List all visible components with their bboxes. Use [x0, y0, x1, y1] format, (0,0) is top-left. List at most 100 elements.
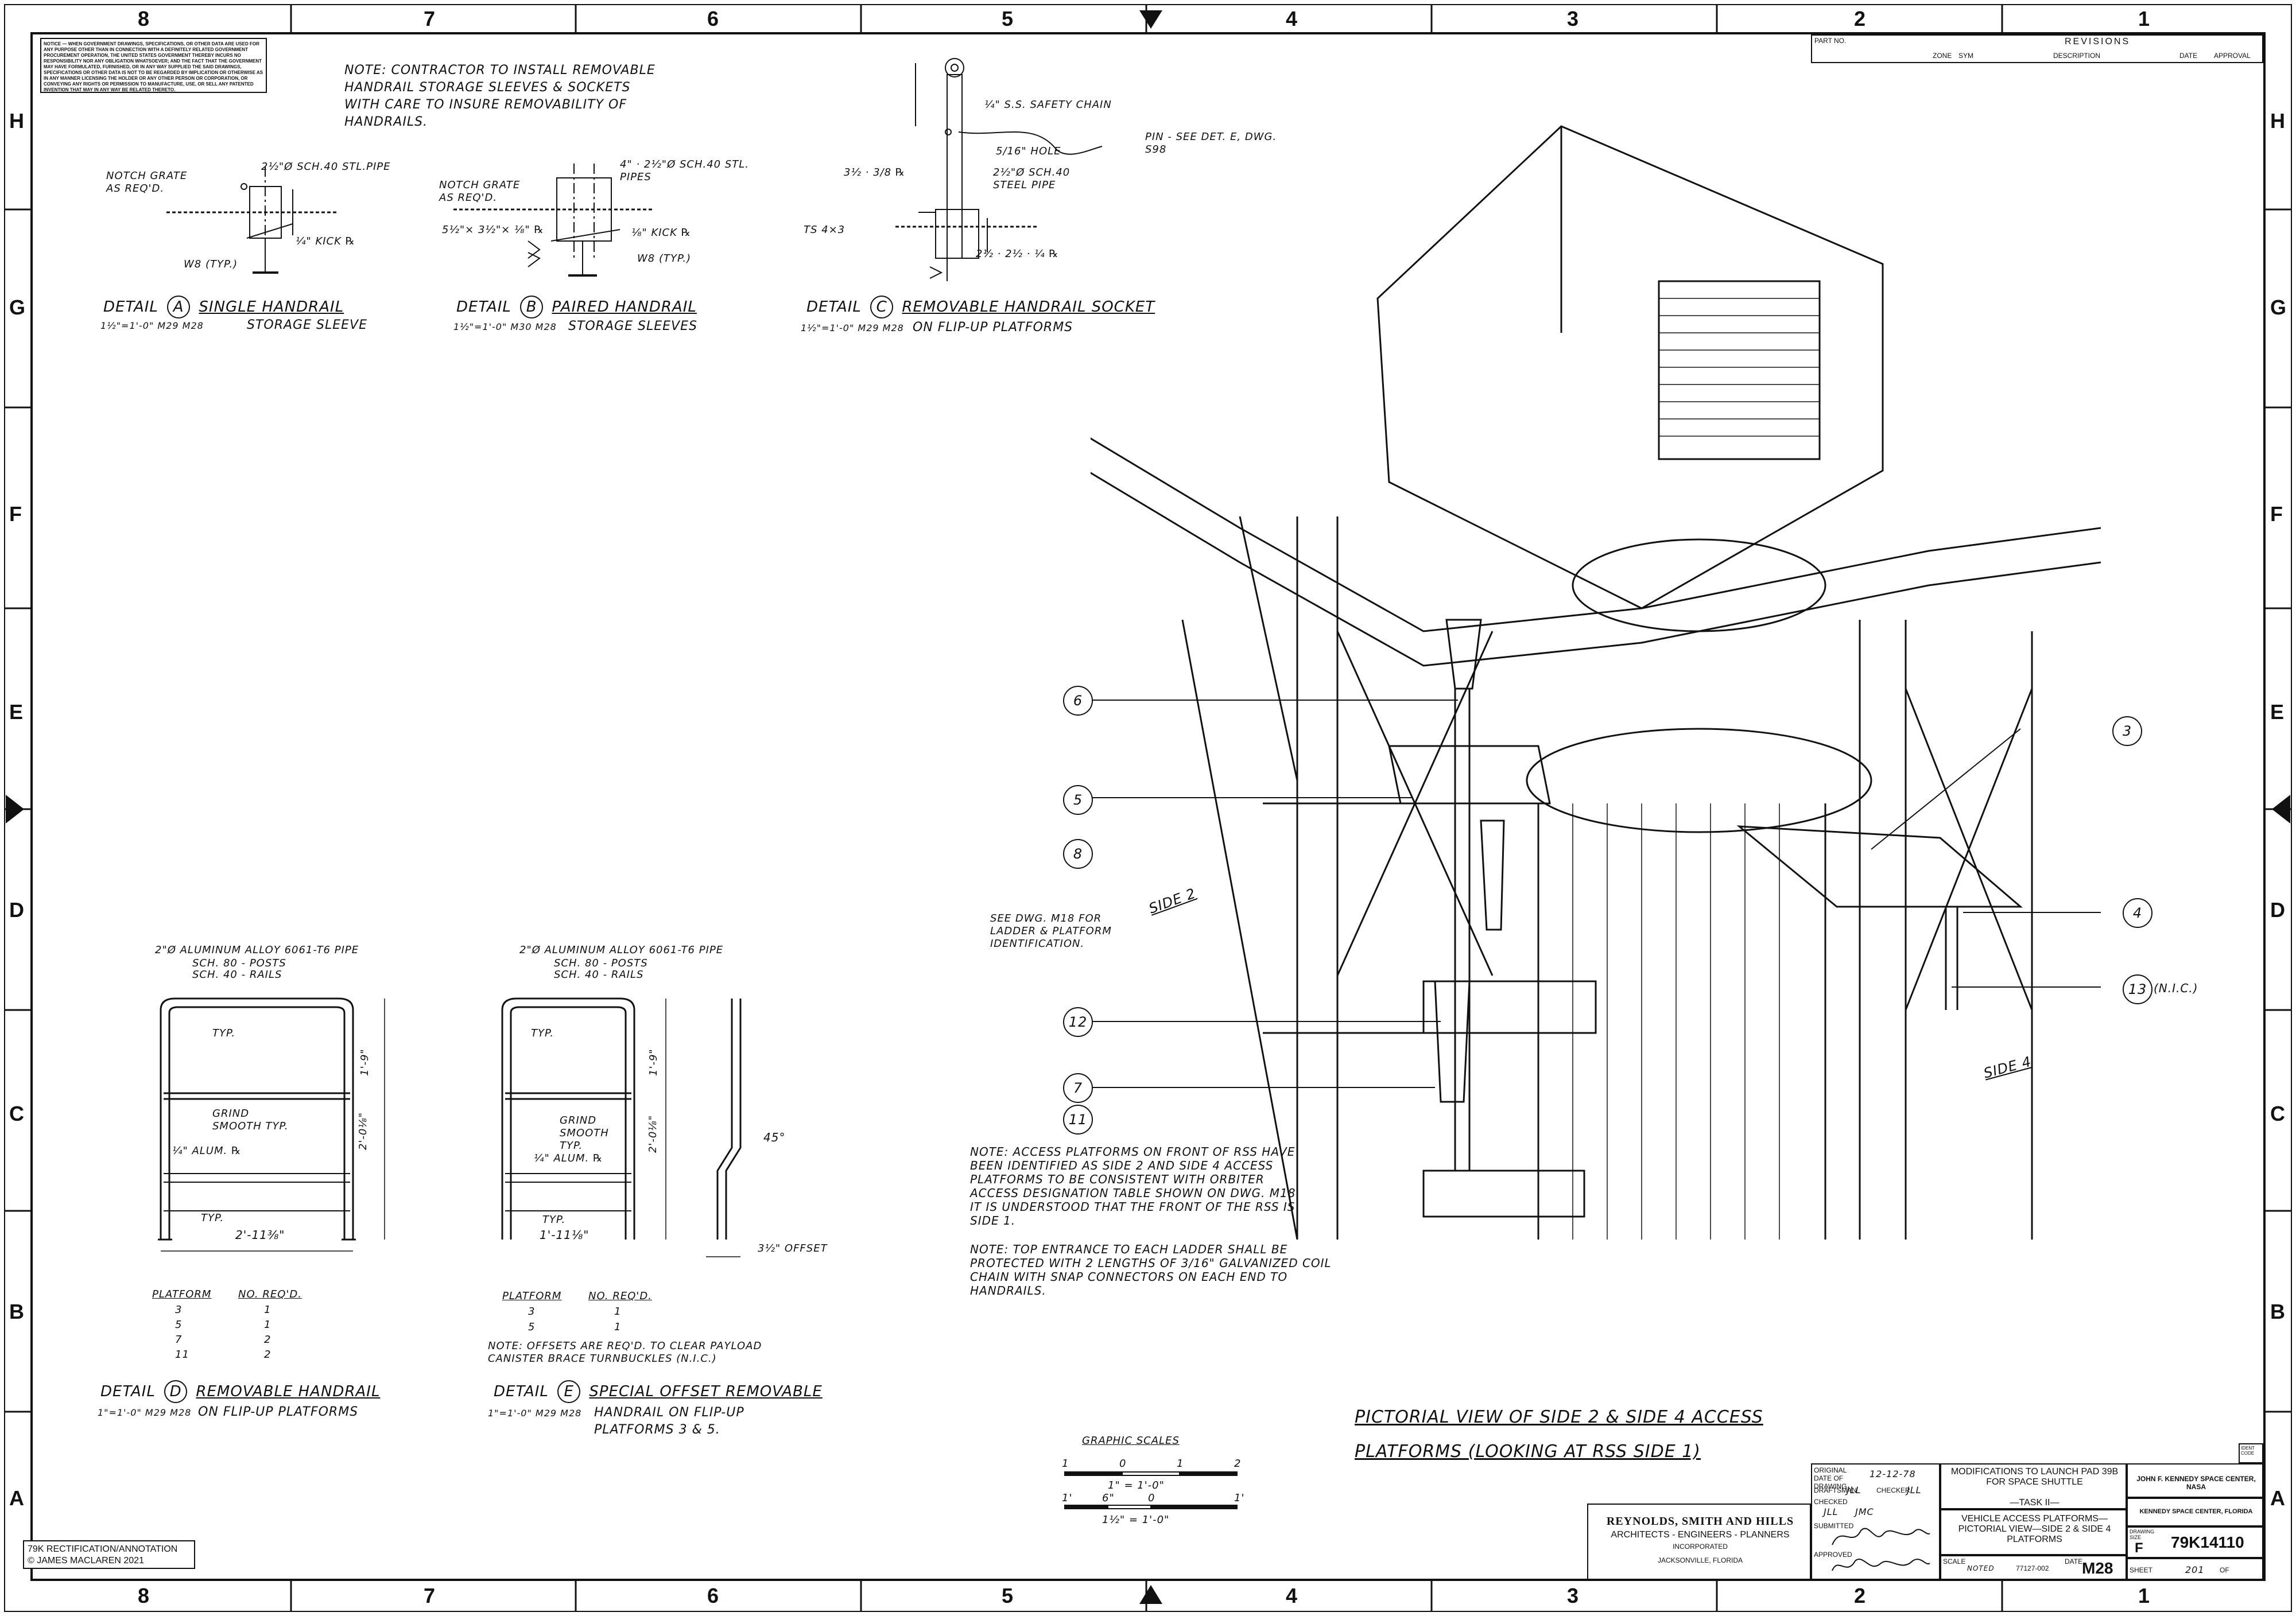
detail-d-grind-label: GRIND SMOOTH TYP.: [212, 1108, 289, 1132]
zone-row-a: A: [9, 1486, 24, 1510]
scale1-label: 1" = 1'-0": [1108, 1479, 1165, 1491]
detail-e-grind-label: GRIND SMOOTH TYP.: [560, 1114, 609, 1152]
agency-sub: KENNEDY SPACE CENTER, FLORIDA: [2139, 1508, 2253, 1515]
detail-d-row-4-platform: 11: [175, 1349, 189, 1361]
detail-d-table-header-platform: PLATFORM: [152, 1288, 212, 1300]
scale2-tick-0: 0: [1148, 1492, 1155, 1504]
detail-a-title: DETAIL A SINGLE HANDRAIL: [103, 296, 344, 318]
detail-c-title: DETAIL C REMOVABLE HANDRAIL SOCKET: [806, 296, 1155, 318]
zone-row-f: F: [9, 502, 22, 526]
detail-c-scale: 1½"=1'-0" M29 M28: [801, 323, 904, 333]
drawing-size: F: [2135, 1540, 2143, 1556]
zone-col-3-bottom: 3: [1567, 1584, 1579, 1607]
callout-13: 13: [2123, 974, 2152, 1004]
detail-a-kick-label: ¼" KICK ℞: [296, 235, 355, 247]
drawing-title: VEHICLE ACCESS PLATFORMS— PICTORIAL VIEW…: [1958, 1514, 2111, 1544]
revisions-col-date: DATE: [2179, 52, 2198, 60]
zone-row-b-right: B: [2270, 1300, 2285, 1323]
callout-6: 6: [1063, 686, 1093, 716]
zone-row-d-right: D: [2270, 898, 2285, 922]
drawing-title-block: VEHICLE ACCESS PLATFORMS— PICTORIAL VIEW…: [1940, 1509, 2127, 1555]
zone-row-c-right: C: [2270, 1102, 2285, 1125]
detail-d-typ-2: TYP.: [201, 1212, 224, 1224]
checked-2: JMC: [1855, 1506, 1874, 1517]
zone-col-7-bottom: 7: [424, 1584, 436, 1607]
detail-e-dim-1: 1'-9": [647, 1048, 660, 1076]
checked: JLL: [1824, 1506, 1839, 1517]
zone-col-4-bottom: 4: [1286, 1584, 1298, 1607]
zone-row-h-right: H: [2270, 109, 2285, 133]
detail-d-row-3-req: 2: [264, 1334, 272, 1346]
detail-c-angle-label: 2½ · 2½ · ¼ ℞: [976, 248, 1059, 260]
detail-b-subtitle: STORAGE SLEEVES: [568, 319, 697, 333]
zone-col-1-bottom: 1: [2138, 1584, 2150, 1607]
revisions-col-zone: ZONE: [1933, 52, 1952, 60]
scale-block: SCALE NOTED 77127-002 DATE M28: [1940, 1555, 2127, 1580]
detail-e-typ-1: TYP.: [531, 1027, 554, 1039]
detail-e-alum-label: ¼" ALUM. ℞: [534, 1152, 603, 1164]
draftsman-label: DRAFTSMAN: [1814, 1486, 1857, 1494]
ident-code-block: IDENT CODE: [2239, 1443, 2263, 1463]
scale2-tick-1ftb: 1': [1234, 1492, 1245, 1504]
zone-col-6-bottom: 6: [707, 1584, 719, 1607]
detail-b-w8-label: W8 (TYP.): [637, 252, 692, 265]
firm-block: REYNOLDS, SMITH AND HILLS ARCHITECTS - E…: [1587, 1504, 1811, 1580]
main-note-2: NOTE: TOP ENTRANCE TO EACH LADDER SHALL …: [970, 1242, 1332, 1298]
detail-a-prefix: DETAIL: [103, 298, 158, 316]
zone-col-2-bottom: 2: [1854, 1584, 1866, 1607]
detail-a-pipe-label: 2½"Ø SCH.40 STL.PIPE: [261, 161, 391, 173]
zone-col-7: 7: [424, 7, 436, 30]
detail-d-row-1-platform: 3: [175, 1304, 183, 1316]
detail-c-chain-label: ¼" S.S. SAFETY CHAIN: [984, 99, 1112, 111]
graphic-scales-bars: [1064, 1471, 1238, 1509]
detail-c-pin-label: PIN - SEE DET. E, DWG. S98: [1145, 131, 1277, 156]
callout-3: 3: [2112, 716, 2142, 746]
zone-col-4: 4: [1286, 7, 1298, 30]
revisions-col-description: DESCRIPTION: [2053, 52, 2101, 60]
approved-label: APPROVED: [1814, 1551, 1852, 1559]
detail-d-row-2-platform: 5: [175, 1319, 183, 1331]
detail-d-row-1-req: 1: [264, 1304, 272, 1316]
checker: JLL: [1907, 1485, 1922, 1495]
callout-7: 7: [1063, 1073, 1093, 1103]
scale1-tick-2: 2: [1234, 1458, 1242, 1470]
pictorial-title-line-2: PLATFORMS (LOOKING AT RSS SIDE 1): [1355, 1442, 1701, 1462]
signature-block: ORIGINAL DATE OF DRAWING 12-12-78 DRAFTS…: [1811, 1463, 1940, 1580]
detail-d-title-text: REMOVABLE HANDRAIL: [196, 1383, 381, 1400]
scale1-tick-0: 0: [1119, 1458, 1127, 1470]
callout-12: 12: [1063, 1007, 1093, 1037]
pictorial-title-line-1: PICTORIAL VIEW OF SIDE 2 & SIDE 4 ACCESS: [1355, 1407, 1763, 1427]
project-block: MODIFICATIONS TO LAUNCH PAD 39B FOR SPAC…: [1940, 1463, 2127, 1509]
top-note: NOTE: CONTRACTOR TO INSTALL REMOVABLE HA…: [344, 63, 656, 129]
scale1-tick-1b: 1: [1177, 1458, 1184, 1470]
zone-row-e-right: E: [2270, 700, 2285, 724]
detail-e-table-header-platform: PLATFORM: [502, 1290, 562, 1302]
detail-b-title-text: PAIRED HANDRAIL: [552, 298, 697, 316]
detail-c-letter: C: [870, 296, 894, 318]
government-notice: NOTICE — WHEN GOVERNMENT DRAWINGS, SPECI…: [40, 38, 267, 93]
ident-code-label: IDENT CODE: [2241, 1446, 2255, 1456]
callout-11: 11: [1063, 1105, 1093, 1135]
detail-e-offset: 3½" OFFSET: [758, 1242, 828, 1254]
callout-5: 5: [1063, 785, 1093, 815]
firm-sub: ARCHITECTS - ENGINEERS - PLANNERS: [1611, 1530, 1790, 1540]
detail-e-title-text: SPECIAL OFFSET REMOVABLE: [589, 1383, 823, 1400]
detail-b-drawing: [453, 164, 654, 277]
detail-b-notch-label: NOTCH GRATE AS REQ'D.: [439, 179, 521, 204]
detail-d-dim-1: 1'-9": [358, 1048, 371, 1076]
zone-col-1: 1: [2138, 7, 2150, 30]
detail-e-sch-posts: SCH. 80 - POSTS: [554, 957, 648, 969]
detail-d-sch-posts: SCH. 80 - POSTS: [192, 957, 286, 969]
detail-d-pipe-note: 2"Ø ALUMINUM ALLOY 6061-T6 PIPE: [155, 944, 359, 956]
zone-row-h: H: [9, 109, 24, 133]
detail-d-sch-rails: SCH. 40 - RAILS: [192, 969, 282, 981]
revisions-part-no: PART NO.: [1814, 37, 1847, 45]
detail-e-table-header-req: NO. REQ'D.: [588, 1290, 652, 1302]
zone-col-2: 2: [1854, 7, 1866, 30]
detail-e-dim-3: 1'-11⅛": [540, 1228, 589, 1242]
detail-d-dim-3: 2'-11⅜": [235, 1228, 285, 1242]
checker-label: CHECKER: [1876, 1486, 1910, 1494]
revisions-col-sym: SYM: [1958, 52, 1974, 60]
zone-row-c: C: [9, 1102, 24, 1125]
